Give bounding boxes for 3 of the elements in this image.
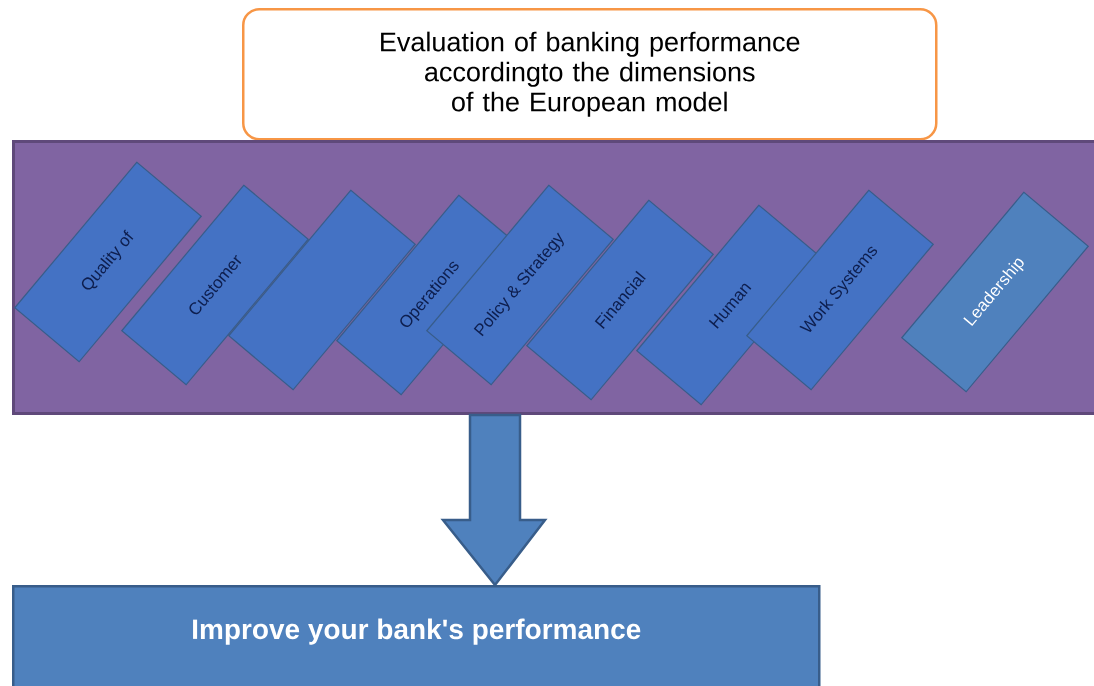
block-arrow xyxy=(440,413,548,588)
title-box: Evaluation of banking performance accordingto the dimensions of the European model xyxy=(242,8,938,141)
result-box: Improve your bank's performance xyxy=(12,585,821,686)
